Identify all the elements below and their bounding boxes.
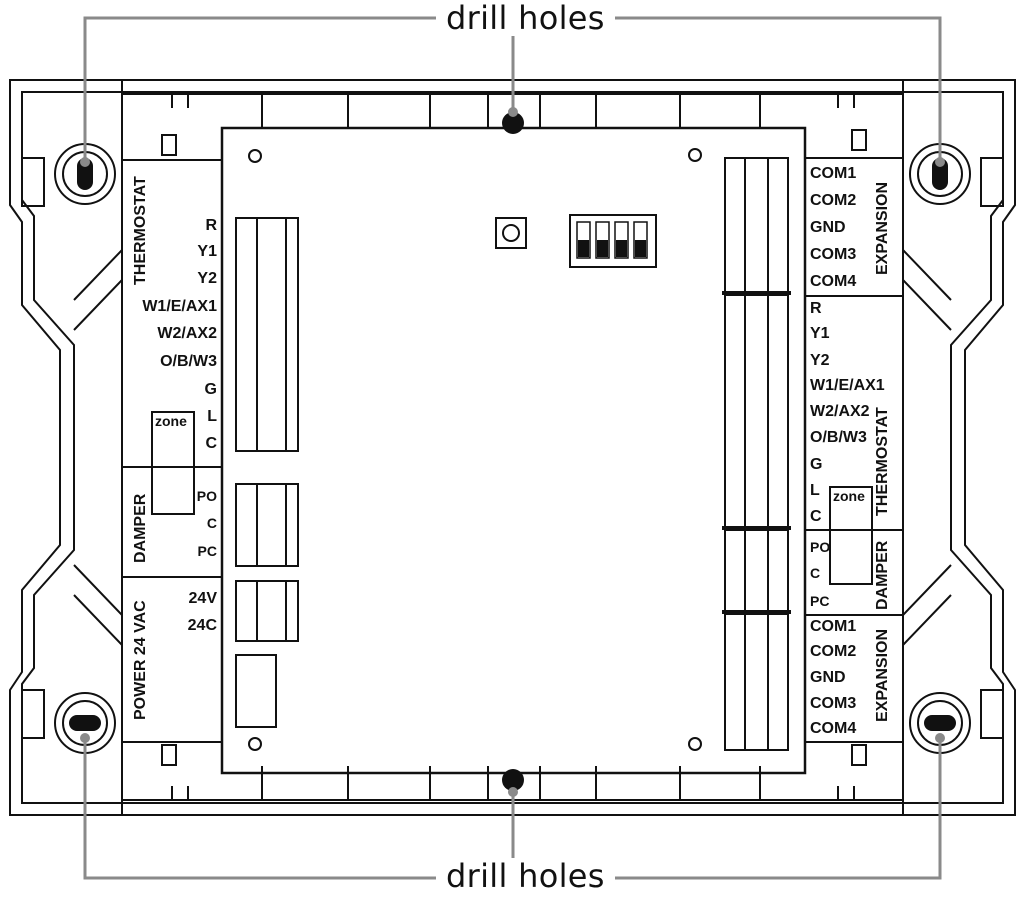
right-terminal-w1: W1/E/AX1: [810, 377, 885, 394]
right-expansion-top-title: EXPANSION: [874, 181, 891, 275]
zone-box-right: [829, 486, 873, 585]
drill-holes-callout-top: drill holes: [436, 0, 615, 36]
drill-hole-bottom-center: [502, 769, 524, 791]
right-exp-bottom-com3: COM3: [810, 695, 857, 712]
right-exp-bottom-com2: COM2: [810, 643, 857, 660]
housing-inner-outline: [21, 91, 1004, 804]
drill-hole-right-bottom: [924, 715, 956, 731]
left-power-title: POWER 24 VAC: [132, 600, 149, 720]
left-damper-c: C: [206, 515, 217, 531]
label-frame: [121, 79, 904, 816]
right-exp-top-com2: COM2: [810, 192, 857, 209]
left-arm-lower: [73, 564, 123, 648]
right-expansion-bottom-title: EXPANSION: [874, 628, 891, 722]
left-terminal-y1: Y1: [197, 243, 217, 260]
terminal-block-damper-left: [235, 483, 299, 567]
right-thermostat-title: THERMOSTAT: [874, 407, 891, 516]
clip-left-bottom: [21, 689, 45, 739]
terminal-block-thermostat-left: [235, 217, 299, 452]
reset-button-square: [495, 217, 527, 249]
left-terminal-g: G: [204, 381, 217, 398]
leader-lines: [83, 16, 942, 880]
right-exp-bottom-com1: COM1: [810, 618, 857, 635]
right-arm-upper: [902, 247, 952, 331]
right-terminal-y2: Y2: [810, 352, 830, 369]
zone-box-left: [151, 411, 195, 515]
terminal-block-power: [235, 580, 299, 642]
drill-holes-callout-bottom: drill holes: [436, 858, 615, 894]
terminal-block-damper-right: [724, 529, 789, 613]
left-terminal-r: R: [205, 217, 217, 234]
clip-right-bottom: [980, 689, 1004, 739]
left-terminal-y2: Y2: [197, 270, 217, 287]
left-damper-po: PO: [196, 488, 217, 504]
left-zone-label: zone: [155, 413, 187, 429]
drill-hole-right-top: [932, 158, 948, 190]
clip-right-top: [980, 157, 1004, 207]
drill-hole-left-bottom: [69, 715, 101, 731]
right-zone-label: zone: [833, 488, 865, 504]
bottom-tabs: [261, 766, 761, 800]
right-terminal-y1: Y1: [810, 325, 830, 342]
terminal-block-expansion-bottom: [724, 613, 789, 751]
left-terminal-l: L: [207, 408, 217, 425]
fuse-block: [235, 654, 277, 728]
right-exp-top-com1: COM1: [810, 165, 857, 182]
housing-outline: [9, 79, 1016, 816]
right-terminal-c: C: [810, 508, 822, 525]
right-terminal-l: L: [810, 482, 820, 499]
power-terminal-24v: 24V: [188, 590, 217, 607]
left-terminal-c: C: [205, 435, 217, 452]
right-damper-c: C: [810, 565, 821, 581]
left-terminal-w2: W2/AX2: [157, 325, 217, 342]
right-exp-bottom-com4: COM4: [810, 720, 857, 737]
right-damper-po: PO: [810, 539, 831, 555]
right-damper-pc: PC: [810, 593, 830, 609]
right-terminal-w2: W2/AX2: [810, 403, 870, 420]
right-terminal-g: G: [810, 456, 823, 473]
left-damper-title: DAMPER: [132, 493, 149, 563]
left-damper-pc: PC: [197, 543, 217, 559]
terminal-block-expansion-top: [724, 157, 789, 294]
left-thermostat-title: THERMOSTAT: [132, 176, 149, 285]
left-arm-upper: [73, 247, 123, 331]
dip-switch: [569, 214, 657, 268]
drill-hole-left-top: [77, 158, 93, 190]
right-exp-top-com4: COM4: [810, 273, 857, 290]
drill-hole-top-center: [502, 112, 524, 134]
clip-left-top: [21, 157, 45, 207]
right-terminal-obw3: O/B/W3: [810, 429, 867, 446]
power-terminal-24c: 24C: [187, 617, 217, 634]
top-tabs: [261, 94, 761, 128]
right-arm-lower: [902, 564, 952, 648]
left-terminal-obw3: O/B/W3: [160, 353, 217, 370]
right-terminal-r: R: [810, 300, 822, 317]
right-exp-bottom-gnd: GND: [810, 669, 846, 686]
right-damper-title: DAMPER: [874, 540, 891, 610]
terminal-block-thermostat-right: [724, 294, 789, 529]
left-terminal-w1: W1/E/AX1: [142, 298, 217, 315]
right-exp-top-gnd: GND: [810, 219, 846, 236]
right-exp-top-com3: COM3: [810, 246, 857, 263]
